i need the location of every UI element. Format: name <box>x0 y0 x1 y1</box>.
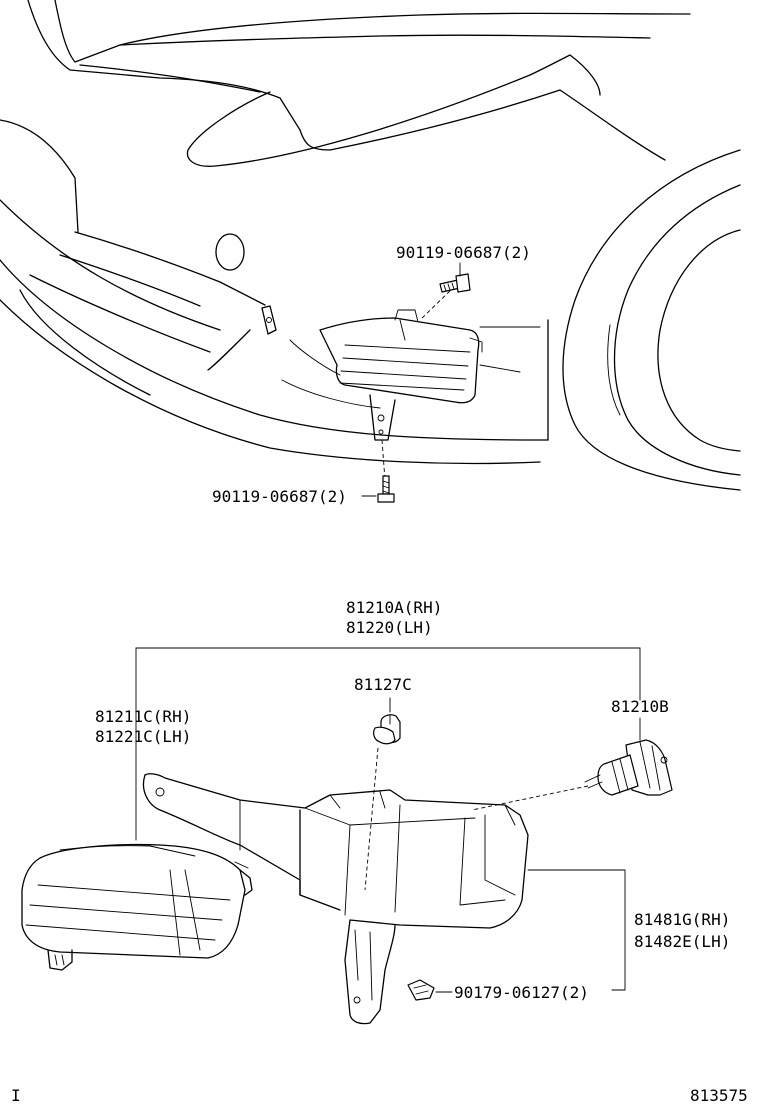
bolt-lower <box>377 439 395 503</box>
clip-label: 90179-06127(2) <box>454 983 589 1002</box>
fog-lamp-assy-rh-label: 81210A(RH) <box>346 598 442 617</box>
bolt-lower-label: 90119-06687(2) <box>212 487 347 506</box>
socket-dashed-guide <box>364 747 379 891</box>
lamp-cover-bracket <box>142 773 529 1025</box>
bolt-upper-label: 90119-06687(2) <box>396 243 531 262</box>
bolt-upper <box>419 273 471 321</box>
bulb-socket <box>373 714 401 745</box>
bulb-label: 81210B <box>611 697 669 716</box>
unit-lh-label: 81221C(LH) <box>95 727 191 746</box>
cover-lh-label: 81482E(LH) <box>634 932 730 951</box>
cover-bracket-line <box>527 869 626 991</box>
footer-left-mark: I <box>11 1086 21 1105</box>
installed-fog-lamp <box>319 309 483 441</box>
bulb-dashed-guide <box>471 785 589 811</box>
fog-lamp-unit <box>21 843 253 971</box>
halogen-bulb <box>584 739 673 796</box>
illustration-number: 813575 <box>690 1086 748 1105</box>
socket-label: 81127C <box>354 675 412 694</box>
vehicle-bumper-drawing <box>0 0 741 491</box>
fog-lamp-assy-lh-label: 81220(LH) <box>346 618 433 637</box>
cover-rh-label: 81481G(RH) <box>634 910 730 929</box>
clip <box>407 979 435 1001</box>
unit-rh-label: 81211C(RH) <box>95 707 191 726</box>
